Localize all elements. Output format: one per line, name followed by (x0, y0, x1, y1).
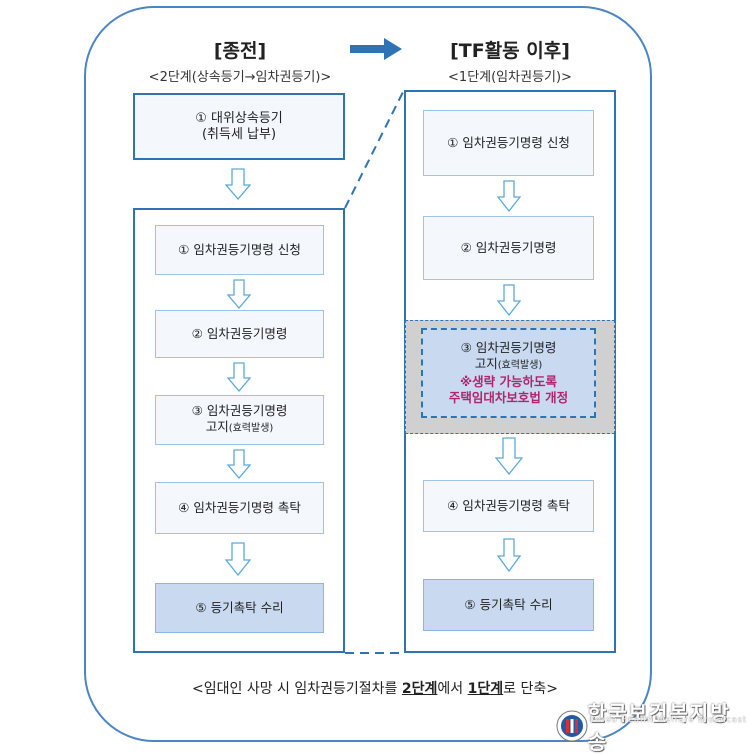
step-sublabel: 고지(효력발생) (205, 419, 274, 434)
left-title: [종전] (213, 40, 267, 62)
step-label: ③ 임차권등기명령 (191, 403, 288, 418)
left-step-1: ① 임차권등기명령 신청 (155, 225, 324, 275)
right-step-5: ⑤ 등기촉탁 수리 (423, 579, 594, 631)
left-step-2: ② 임차권등기명령 (155, 310, 324, 358)
left-step-5: ⑤ 등기촉탁 수리 (155, 583, 324, 633)
right-title: [TF활동 이후] (450, 40, 570, 62)
left-step-3: ③ 임차권등기명령 고지(효력발생) (155, 395, 324, 445)
right-step-2: ② 임차권등기명령 (423, 216, 594, 280)
down-arrow-icon (227, 279, 251, 309)
step-label: ① 대위상속등기 (195, 110, 283, 126)
right-subtitle: <1단계(임차권등기)> (448, 70, 572, 85)
down-arrow-icon (225, 542, 251, 576)
down-arrow-icon (497, 180, 521, 212)
left-step-inheritance-registration: ① 대위상속등기 (취득세 납부) (133, 93, 345, 160)
step-sublabel: (취득세 납부) (201, 126, 277, 142)
right-step-1: ① 임차권등기명령 신청 (423, 110, 594, 176)
right-step-3-omittable: ③ 임차권등기명령 고지(효력발생) ※생략 가능하도록 주택임대차보호법 개정 (421, 328, 596, 418)
down-arrow-icon (225, 168, 251, 200)
broadcaster-name: 한국보건복지방송 (587, 701, 731, 754)
transition-arrow-icon (350, 38, 402, 60)
down-arrow-icon (497, 284, 521, 316)
step-sublabel: 고지(효력발생) (474, 356, 543, 371)
broadcaster-logo: 한국보건복지방송 Korea Health Welfare Broadcast (556, 697, 750, 755)
summary-caption: <임대인 사망 시 임차권등기절차를 2단계에서 1단계로 단축> (192, 681, 558, 697)
broadcaster-emblem-icon (556, 710, 588, 742)
step-label: ③ 임차권등기명령 (460, 340, 557, 355)
amendment-note-law: 주택임대차보호법 개정 (448, 390, 569, 405)
down-arrow-icon (227, 449, 251, 479)
left-subtitle: <2단계(상속등기→임차권등기)> (148, 70, 332, 85)
right-step-4: ④ 임차권등기명령 촉탁 (423, 480, 594, 532)
down-arrow-icon (497, 538, 521, 572)
left-step-4: ④ 임차권등기명령 촉탁 (155, 482, 324, 534)
down-arrow-icon (227, 362, 251, 392)
broadcaster-name-en: Korea Health Welfare Broadcast (590, 715, 747, 724)
down-arrow-icon (495, 437, 523, 475)
amendment-note: ※생략 가능하도록 (459, 374, 557, 389)
outer-rounded-frame (84, 6, 652, 742)
